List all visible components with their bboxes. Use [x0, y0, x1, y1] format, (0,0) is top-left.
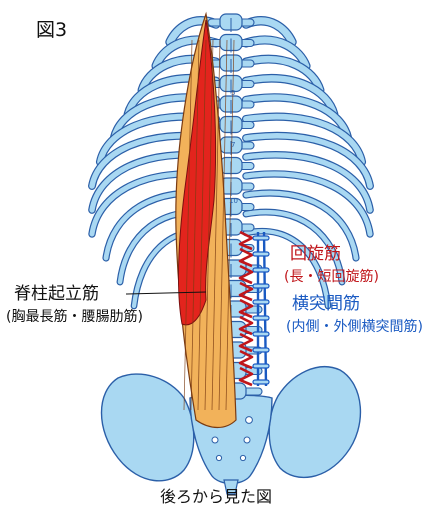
vertebra-number: 7 — [231, 141, 236, 149]
figure-label: 図3 — [36, 19, 68, 41]
rib — [243, 94, 351, 141]
intertransversarii-segment — [252, 347, 270, 353]
erector-label-leader — [125, 291, 207, 295]
rotatores-fiber — [238, 281, 254, 302]
intertransversarii-segment — [252, 251, 270, 257]
fiber-line — [225, 39, 235, 411]
muscle-fibers — [183, 39, 235, 411]
erector-spinae-label: 脊柱起立筋 — [14, 284, 99, 304]
fiber-line — [218, 39, 228, 411]
rib — [243, 152, 373, 213]
vertebra-number: 5 — [231, 89, 236, 97]
fiber-line — [197, 39, 207, 411]
rotatores-fiber — [238, 366, 254, 387]
sacral-foramen — [239, 454, 247, 462]
figure-caption: 後ろから見た図 — [160, 487, 273, 506]
rib — [243, 132, 373, 189]
rib — [242, 36, 310, 70]
erector-spinae-muscle — [175, 11, 237, 429]
rotatores-fiber — [238, 264, 254, 285]
rotatores-fiber — [238, 349, 254, 370]
fiber-line — [211, 39, 221, 411]
fiber-line — [183, 39, 193, 411]
intertransversarii-strand — [262, 231, 268, 387]
intertransversarii-detail: (内側・外側横突間筋) — [286, 319, 423, 335]
intertransversarii-label: 横突間筋 — [292, 294, 360, 314]
rib — [243, 229, 331, 309]
sacral-foramen — [245, 416, 253, 424]
intertransversarii-segment — [252, 283, 270, 289]
intertransversarii-segment — [252, 315, 270, 321]
rotatores-fiber — [238, 298, 254, 319]
rotatores-fiber — [238, 230, 254, 251]
intertransversarii-segment — [252, 299, 270, 305]
rotatores-fiber — [238, 315, 254, 336]
sacral-foramen — [211, 436, 219, 444]
intertransversarii-segment — [252, 235, 270, 241]
rotatores-muscles — [238, 230, 254, 387]
intertransversarii-segment — [252, 363, 270, 369]
fiber-line — [204, 39, 214, 411]
rotatores-fiber — [238, 247, 254, 268]
intertransversarii-segment — [252, 331, 270, 337]
rib — [243, 171, 373, 237]
rib — [242, 55, 324, 94]
rib — [243, 113, 365, 165]
coccyx — [223, 479, 239, 495]
rib — [243, 209, 345, 285]
erector-spinae-detail: (胸最長筋・腰腸肋筋) — [6, 309, 143, 325]
right-ilium — [268, 366, 362, 479]
ribs-right — [241, 16, 374, 310]
intertransversarii-muscles — [252, 231, 270, 387]
vertebra-number: 10 — [229, 197, 238, 205]
sacral-foramen — [215, 454, 223, 462]
sacral-foramen — [243, 436, 251, 444]
intertransversarii-segment — [252, 267, 270, 273]
left-ilium — [100, 373, 195, 482]
rotatores-fiber — [238, 332, 254, 353]
fiber-line — [190, 39, 200, 411]
rib — [242, 75, 338, 118]
intertransversarii-segment — [252, 379, 270, 385]
rotatores-label: 回旋筋 — [290, 244, 341, 264]
rotatores-detail: (長・短回旋筋) — [284, 269, 379, 285]
rib — [243, 190, 359, 261]
